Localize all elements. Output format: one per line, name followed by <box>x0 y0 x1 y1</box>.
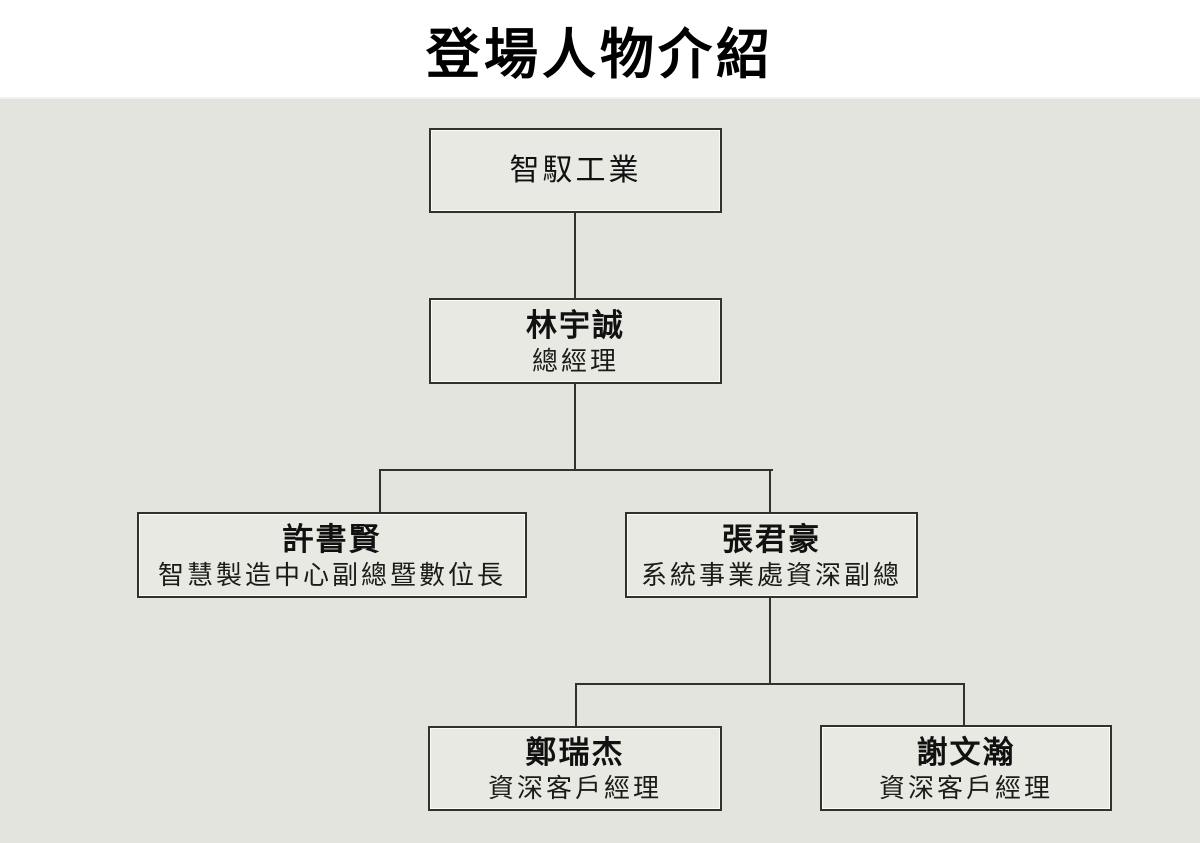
org-node-vp-right: 張君豪 系統事業處資深副總 <box>625 512 918 598</box>
org-node-vp-left-role: 智慧製造中心副總暨數位長 <box>157 559 506 590</box>
connector-ceo-split <box>379 469 773 471</box>
connector-drop-vp-right <box>769 469 771 514</box>
org-node-vp-left: 許書賢 智慧製造中心副總暨數位長 <box>137 512 527 598</box>
org-node-company: 智馭工業 <box>429 128 722 213</box>
connector-ceo-down <box>574 384 576 470</box>
org-node-ceo: 林宇誠 總經理 <box>429 298 722 384</box>
org-node-manager-right-role: 資深客戶經理 <box>878 772 1053 803</box>
org-node-ceo-name: 林宇誠 <box>526 307 625 343</box>
connector-drop-manager-right <box>963 683 965 727</box>
org-node-manager-left-name: 鄭瑞杰 <box>525 735 625 770</box>
org-node-company-name: 智馭工業 <box>509 153 642 187</box>
org-node-manager-left: 鄭瑞杰 資深客戶經理 <box>428 726 722 811</box>
org-node-manager-right: 謝文瀚 資深客戶經理 <box>820 725 1112 811</box>
org-node-ceo-role: 總經理 <box>531 345 619 376</box>
org-node-vp-right-name: 張君豪 <box>722 521 821 557</box>
connector-drop-manager-left <box>575 683 577 728</box>
org-node-manager-left-role: 資深客戶經理 <box>487 773 662 803</box>
org-node-vp-right-role: 系統事業處資深副總 <box>640 559 902 590</box>
connector-company-to-ceo <box>574 213 576 298</box>
org-node-vp-left-name: 許書賢 <box>282 521 382 557</box>
connector-drop-vp-left <box>379 469 381 514</box>
title-band: 登場人物介紹 <box>0 0 1200 97</box>
page-title: 登場人物介紹 <box>426 25 774 85</box>
connector-vp-right-down <box>769 598 771 684</box>
connector-vp-right-split <box>575 683 965 685</box>
org-node-manager-right-name: 謝文瀚 <box>916 734 1016 770</box>
